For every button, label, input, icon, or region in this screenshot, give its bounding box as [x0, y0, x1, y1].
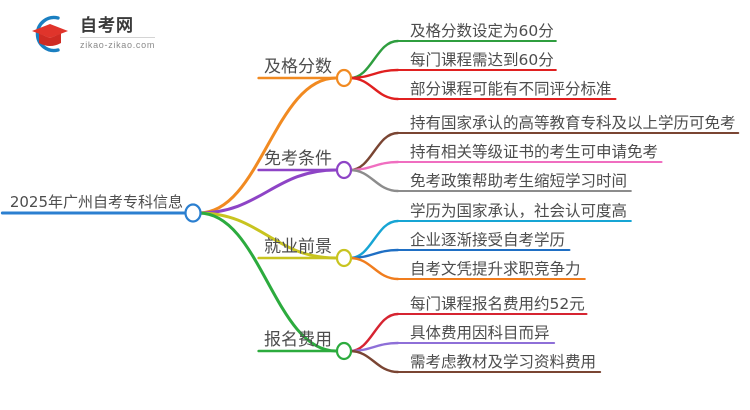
- logo-text: 自考网 zikao-zikao.com: [80, 16, 156, 52]
- edge-branch-3-leaf-0: [348, 312, 400, 353]
- edge-branch-1-leaf-0: [348, 131, 400, 172]
- branch-node-3[interactable]: [335, 341, 353, 361]
- mindmap-labels: 2025年广州自考专科信息 及格分数 及格分数设定为60分每门课程需达到60分部分课…: [10, 22, 736, 371]
- branch-label-2: 就业前景: [264, 237, 332, 257]
- mindmap-nodes: [184, 68, 353, 361]
- edge-branch-1-leaf-2: [348, 168, 400, 193]
- edge-branch-0-leaf-2: [348, 76, 400, 101]
- leaf-label-3-2: 需考虑教材及学习资料费用: [410, 353, 596, 371]
- branch-node-2[interactable]: [335, 248, 353, 268]
- leaf-label-3-0: 每门课程报名费用约52元: [410, 295, 585, 313]
- leaf-label-1-2: 免考政策帮助考生缩短学习时间: [410, 172, 627, 190]
- root-node[interactable]: [184, 203, 202, 223]
- graduation-cap-icon: [28, 12, 74, 56]
- branch-label-1: 免考条件: [264, 149, 332, 169]
- branch-node-1[interactable]: [335, 160, 353, 180]
- leaf-label-2-1: 企业逐渐接受自考学历: [410, 231, 565, 249]
- mindmap-underlines: [0, 39, 740, 374]
- leaf-label-3-1: 具体费用因科目而异: [410, 324, 550, 342]
- leaf-label-0-0: 及格分数设定为60分: [410, 22, 554, 40]
- logo-mark-svg: [32, 15, 68, 53]
- edge-root-to-branch-3: [197, 211, 338, 353]
- edge-root-to-branch-2: [197, 211, 338, 260]
- leaf-label-0-1: 每门课程需达到60分: [410, 51, 554, 69]
- mindmap-edges: [197, 39, 400, 374]
- edge-root-to-branch-0: [197, 76, 338, 215]
- leaf-label-1-1: 持有相关等级证书的考生可申请免考: [410, 143, 658, 161]
- leaf-label-1-0: 持有国家承认的高等教育专科及以上学历可免考: [410, 114, 736, 132]
- edge-branch-3-leaf-2: [348, 349, 400, 374]
- edge-branch-2-leaf-1: [348, 248, 400, 260]
- logo-subtitle: zikao-zikao.com: [80, 37, 156, 52]
- leaf-label-2-0: 学历为国家承认，社会认可度高: [410, 202, 627, 220]
- edge-branch-0-leaf-1: [348, 68, 400, 80]
- logo-title: 自考网: [80, 16, 134, 36]
- branch-label-0: 及格分数: [264, 57, 332, 77]
- branch-label-3: 报名费用: [264, 330, 332, 350]
- branch-node-0[interactable]: [335, 68, 353, 88]
- edge-branch-1-leaf-1: [348, 160, 400, 172]
- edge-branch-2-leaf-2: [348, 256, 400, 281]
- edge-branch-3-leaf-1: [348, 341, 400, 353]
- root-label: 2025年广州自考专科信息: [10, 193, 183, 211]
- edge-branch-2-leaf-0: [348, 219, 400, 260]
- site-logo: 自考网 zikao-zikao.com: [28, 10, 208, 58]
- edge-root-to-branch-1: [197, 168, 338, 215]
- leaf-label-0-2: 部分课程可能有不同评分标准: [410, 80, 612, 98]
- leaf-label-2-2: 自考文凭提升求职竞争力: [410, 260, 581, 278]
- edge-branch-0-leaf-0: [348, 39, 400, 80]
